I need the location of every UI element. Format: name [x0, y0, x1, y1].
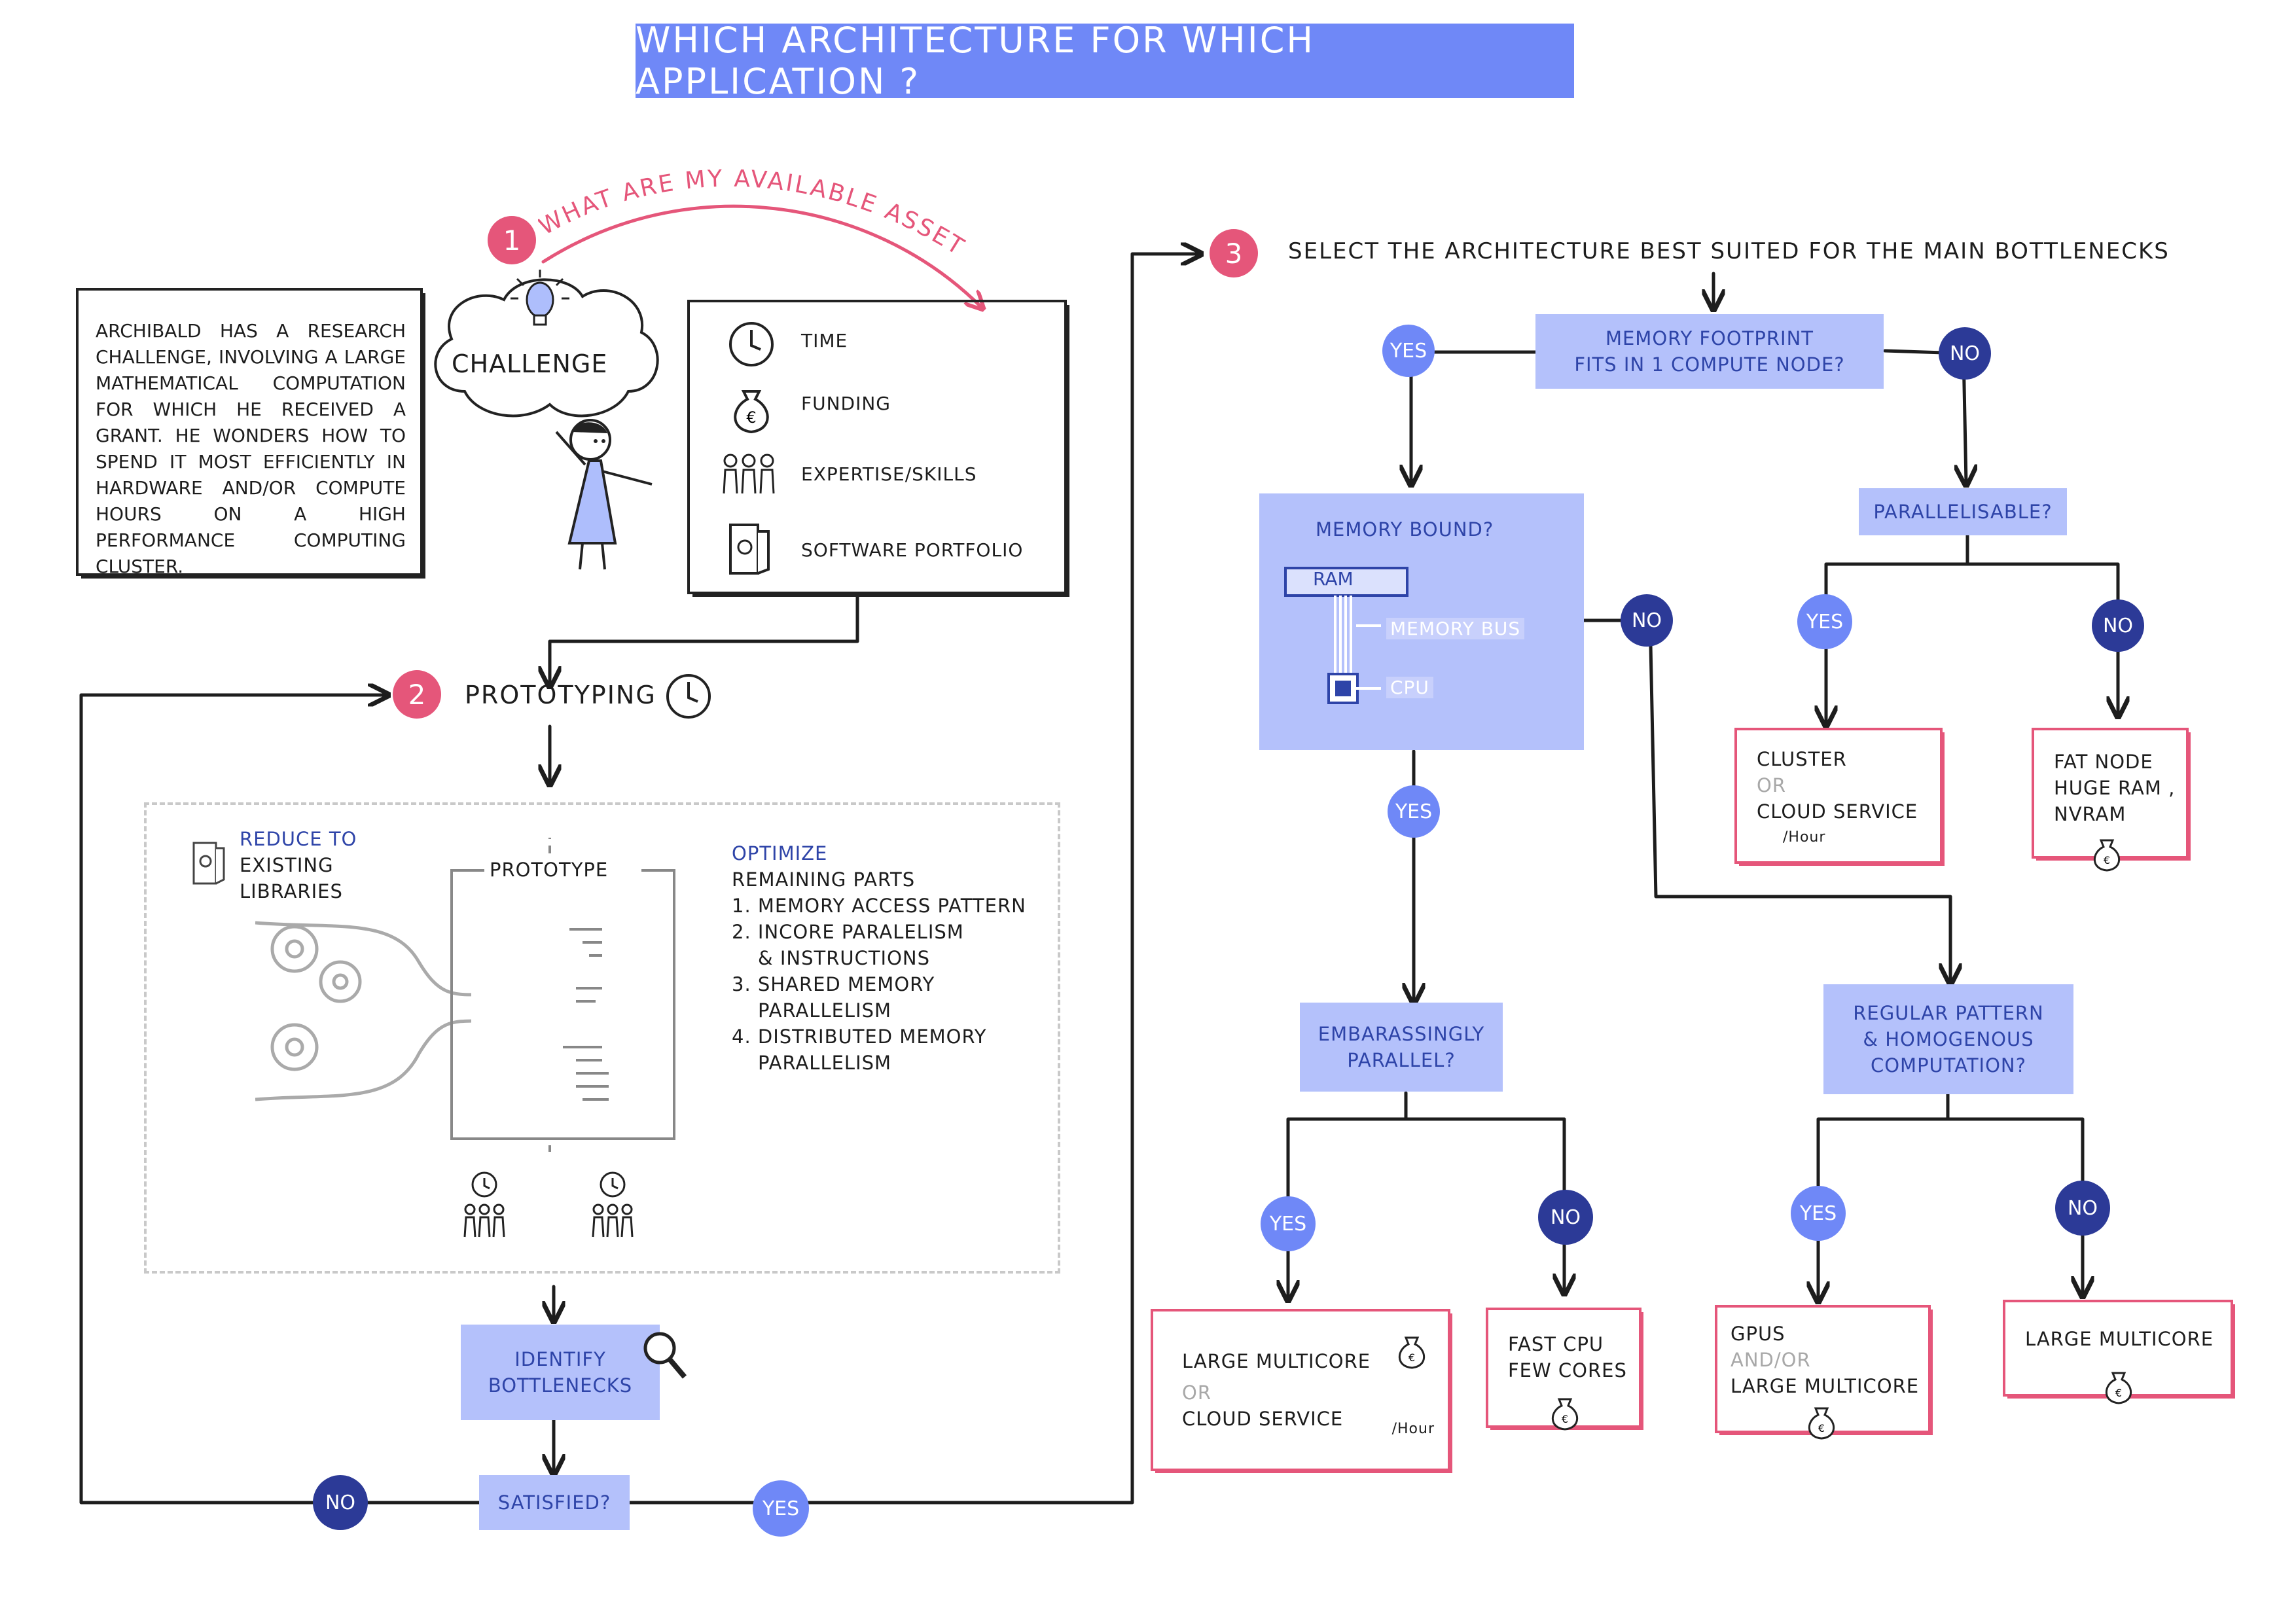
software-folder-icon — [729, 524, 770, 575]
reduce-title: REDUCE TO — [240, 828, 357, 850]
money-bag-icon: € — [1551, 1398, 1579, 1431]
assets-box: TIME € FUNDING EXPERTISE/SKILLS SOFTWARE… — [687, 300, 1067, 594]
money-bag-icon: € — [2105, 1372, 2132, 1404]
no-circle: NO — [1538, 1190, 1593, 1245]
optimize-item: 2. INCORE PARALELISM — [732, 921, 964, 943]
step1-number: 1 — [488, 216, 536, 264]
person-figure — [555, 419, 653, 570]
step2-number: 2 — [393, 670, 441, 719]
no-circle: NO — [2055, 1181, 2110, 1236]
satisfied-box: SATISFIED? — [479, 1475, 630, 1530]
money-bag-icon: € — [1808, 1407, 1835, 1440]
optimize-item: 1. MEMORY ACCESS PATTERN — [732, 895, 1026, 917]
optimize-list: OPTIMIZE REMAINING PARTS 1. MEMORY ACCES… — [732, 840, 1026, 1076]
no-circle: NO — [1621, 594, 1673, 647]
memory-bound-question: MEMORY BOUND? — [1316, 518, 1494, 541]
yes-circle: YES — [1261, 1196, 1316, 1251]
svg-text:€: € — [1818, 1422, 1825, 1435]
reduce-line: EXISTING — [240, 854, 334, 876]
optimize-item: 4. DISTRIBUTED MEMORY — [732, 1026, 987, 1048]
ram-label: RAM — [1313, 568, 1354, 590]
parallelisable-question: PARALLELISABLE? — [1859, 488, 2067, 535]
result-cluster: CLUSTER OR CLOUD SERVICE /Hour — [1734, 728, 1943, 864]
yes-circle: YES — [1791, 1186, 1846, 1241]
svg-text:€: € — [1562, 1413, 1568, 1425]
yes-circle: YES — [1382, 325, 1435, 377]
yes-circle: YES — [1797, 594, 1852, 649]
svg-text:€: € — [1408, 1351, 1415, 1364]
page-title: WHICH ARCHITECTURE FOR WHICH APPLICATION… — [636, 20, 1574, 102]
per-hour-label: /Hour — [1391, 1421, 1435, 1437]
challenge-label: CHALLENGE — [452, 349, 608, 378]
gears-icon — [255, 921, 471, 1101]
memory-bus-label: MEMORY BUS — [1386, 618, 1525, 639]
optimize-item: 3. SHARED MEMORY — [732, 973, 935, 995]
clock-icon — [666, 674, 711, 719]
assets-arrow — [541, 204, 982, 308]
optimize-item: & INSTRUCTIONS — [758, 947, 931, 969]
step2-label: PROTOTYPING — [465, 681, 656, 709]
optimize-item: PARALLELISM — [758, 999, 892, 1022]
story-text: ARCHIBALD HAS A RESEARCH CHALLENGE, INVO… — [76, 288, 423, 577]
yes-circle: YES — [753, 1480, 809, 1537]
prototype-label: PROTOTYPE — [490, 859, 609, 881]
no-circle: NO — [2092, 599, 2144, 652]
step1-label: WHAT ARE MY AVAILABLE ASSETS? — [538, 157, 968, 261]
clock-icon — [729, 322, 774, 366]
time-and-people-icons — [463, 1171, 634, 1238]
svg-text:€: € — [746, 408, 756, 427]
result-fat-node: FAT NODE HUGE RAM , NVRAM — [2032, 728, 2189, 859]
no-circle: NO — [1939, 327, 1991, 380]
no-circle: NO — [313, 1475, 368, 1530]
per-hour-label: /Hour — [1783, 829, 1826, 846]
prototype-frame — [450, 838, 675, 1152]
step3-label: SELECT THE ARCHITECTURE BEST SUITED FOR … — [1288, 238, 2170, 264]
svg-text:WHAT ARE MY AVAILABLE ASSETS?: WHAT ARE MY AVAILABLE ASSETS? — [538, 157, 970, 261]
optimize-item: PARALLELISM — [758, 1052, 892, 1074]
money-bag-icon: € — [2093, 839, 2121, 872]
prototyping-area — [144, 802, 1060, 1274]
people-icon — [723, 454, 775, 494]
asset-time: TIME — [801, 330, 848, 351]
yes-circle: YES — [1388, 785, 1440, 838]
result-large-multicore-cloud: LARGE MULTICORE OR CLOUD SERVICE /Hour — [1151, 1309, 1450, 1471]
lightbulb-icon — [511, 270, 569, 326]
svg-text:€: € — [2104, 854, 2110, 866]
magnifier-icon — [643, 1332, 687, 1379]
optimize-title: OPTIMIZE — [732, 842, 828, 865]
reduce-to-libraries: REDUCE TO EXISTING LIBRARIES — [240, 826, 357, 904]
step3-number: 3 — [1210, 229, 1258, 277]
asset-expertise: EXPERTISE/SKILLS — [801, 463, 977, 485]
money-bag-icon: € — [1398, 1336, 1426, 1369]
cpu-label: CPU — [1386, 677, 1433, 698]
money-bag-icon: € — [734, 390, 769, 434]
optimize-sub: REMAINING PARTS — [732, 868, 916, 891]
memory-diagram — [1284, 567, 1408, 704]
asset-funding: FUNDING — [801, 393, 891, 414]
svg-text:€: € — [2115, 1387, 2122, 1399]
reduce-line: LIBRARIES — [240, 880, 343, 902]
thought-cloud — [434, 270, 659, 418]
result-gpus: GPUS AND/OR LARGE MULTICORE — [1715, 1305, 1931, 1433]
step1-label-arc: WHAT ARE MY AVAILABLE ASSETS? — [538, 157, 970, 261]
software-folder-icon — [192, 842, 225, 885]
asset-software: SOFTWARE PORTFOLIO — [801, 539, 1024, 561]
